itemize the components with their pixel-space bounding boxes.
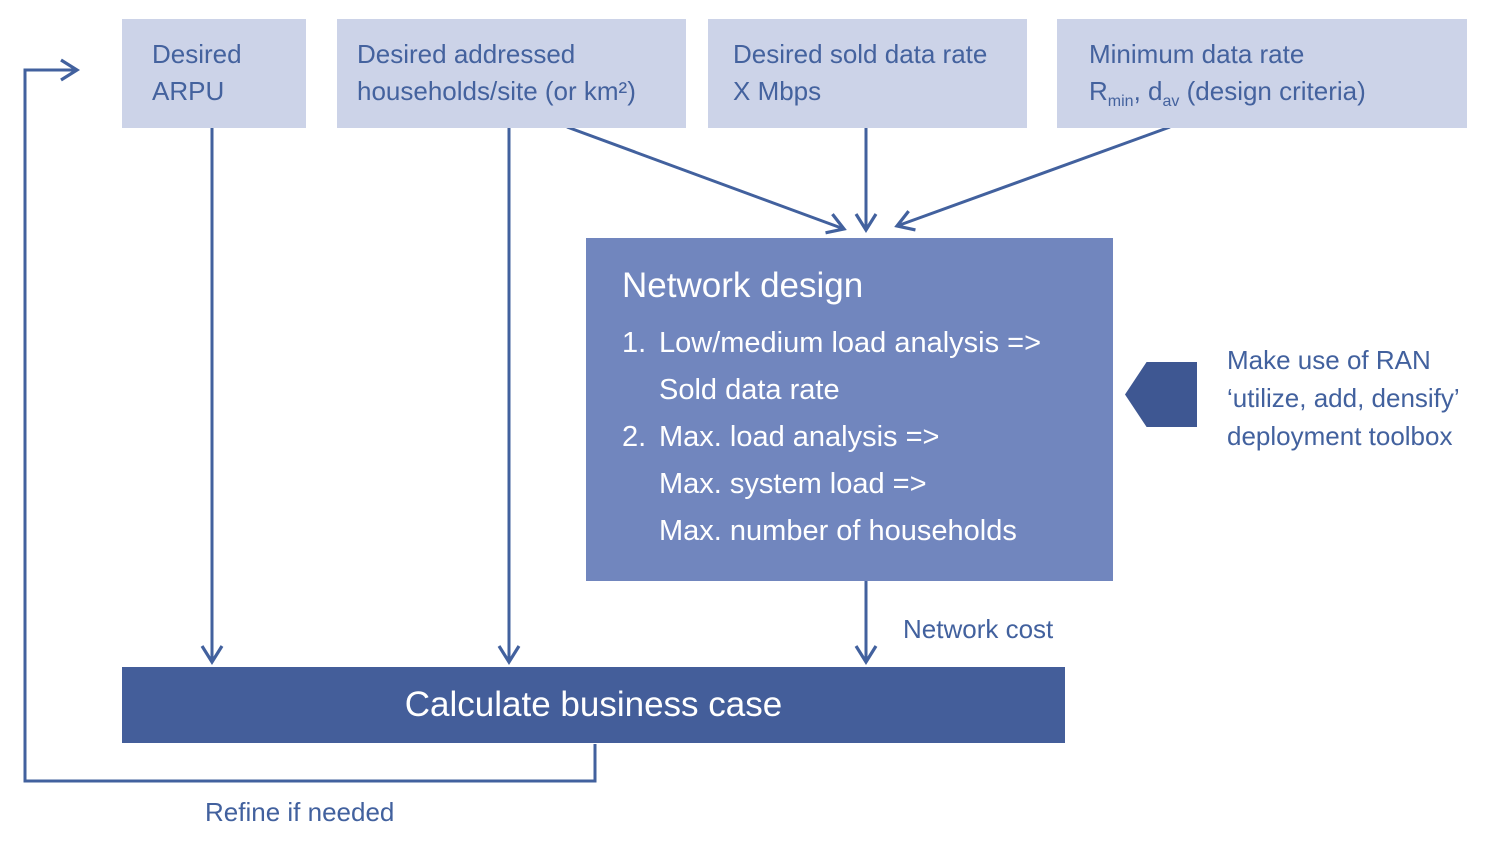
input-box-line: X Mbps [733, 76, 822, 106]
step-text: Max. system load => [659, 468, 927, 500]
input-box-line: Desired [152, 39, 242, 69]
input-box-line: ARPU [152, 76, 225, 106]
criteria-text: (design criteria) [1179, 76, 1366, 106]
input-box-desired-arpu: Desired ARPU [122, 19, 306, 128]
arrow-households-to-network-design [566, 125, 847, 235]
r-symbol: R [1089, 76, 1108, 106]
feedback-loop-arrow [23, 58, 597, 783]
callout-line: Make use of RAN [1227, 345, 1431, 375]
business-case-label: Calculate business case [404, 685, 783, 724]
input-box-line: Desired addressed [357, 39, 576, 69]
d-symbol: , d [1133, 76, 1163, 106]
step-text: Low/medium load analysis => [659, 327, 1042, 359]
callout-line: deployment toolbox [1227, 421, 1453, 451]
network-design-step: 1. Low/medium load analysis => [622, 320, 1095, 367]
network-design-step: 2. Max. load analysis => [622, 414, 1095, 461]
network-design-step: Sold data rate [622, 367, 1095, 414]
step-number: 2. [622, 421, 647, 453]
network-design-title: Network design [622, 266, 864, 305]
network-design-step: Max. number of households [622, 508, 1095, 555]
network-design-box: Network design 1. Low/medium load analys… [586, 238, 1113, 581]
network-cost-label: Network cost [903, 614, 1054, 644]
input-box-desired-addressed-households: Desired addressed households/site (or km… [337, 19, 686, 128]
input-box-line: households/site (or km²) [357, 76, 636, 106]
step-number: 1. [622, 327, 647, 359]
step-number [622, 508, 659, 555]
calculate-business-case-box: Calculate business case [122, 667, 1065, 743]
input-box-line: Rmin, dav (design criteria) [1089, 73, 1453, 110]
step-text: Sold data rate [659, 374, 840, 406]
step-text: Max. load analysis => [659, 421, 940, 453]
network-design-step: Max. system load => [622, 461, 1095, 508]
d-subscript: av [1162, 93, 1180, 111]
step-number [622, 367, 659, 414]
step-text: Max. number of households [659, 515, 1017, 547]
input-box-minimum-data-rate: Minimum data rate Rmin, dav (design crit… [1057, 19, 1467, 128]
input-box-line: Desired sold data rate [733, 39, 988, 69]
input-box-desired-sold-data-rate: Desired sold data rate X Mbps [708, 19, 1027, 128]
r-subscript: min [1107, 93, 1134, 111]
callout-note: Make use of RAN ‘utilize, add, densify’ … [1227, 341, 1497, 455]
arrow-minrate-to-network-design [894, 125, 1171, 232]
step-number [622, 461, 659, 508]
input-box-line: Minimum data rate [1089, 39, 1305, 69]
refine-if-needed-label: Refine if needed [205, 797, 395, 827]
callout-line: ‘utilize, add, densify’ [1227, 383, 1460, 413]
